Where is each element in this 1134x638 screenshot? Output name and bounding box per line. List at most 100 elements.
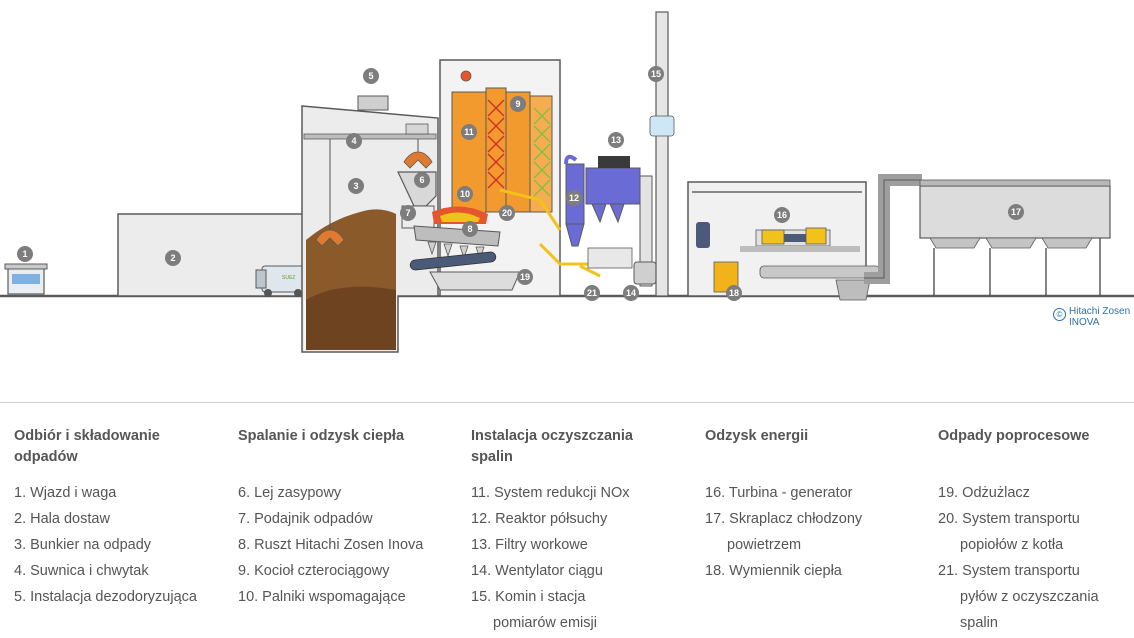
legend-item: 13. Filtry workowe: [471, 537, 588, 553]
badge-circle: [584, 285, 600, 301]
badge-16: 16: [774, 207, 790, 223]
badge-20: 20: [499, 205, 515, 221]
badge-circle: [17, 246, 33, 262]
legend-item: 2. Hala dostaw: [14, 511, 110, 527]
badge-12: 12: [566, 190, 582, 206]
badge-17: 17: [1008, 204, 1024, 220]
badge-label: 3: [353, 181, 358, 191]
badge-label: 15: [651, 69, 661, 79]
badge-21: 21: [584, 285, 600, 301]
divider: [0, 402, 1134, 403]
legend-item: 14. Wentylator ciągu: [471, 563, 603, 579]
copyright-symbol: ©: [1053, 308, 1066, 321]
plant-diagram: SUEZ: [0, 11, 1134, 353]
badge-label: 13: [611, 135, 621, 145]
badge-19: 19: [517, 269, 533, 285]
bunker-building: [301, 95, 439, 353]
badge-10: 10: [457, 186, 473, 202]
badge-label: 21: [587, 288, 597, 298]
badge-circle: [165, 250, 181, 266]
delivery-truck: SUEZ: [255, 265, 311, 297]
badge-circle: [461, 124, 477, 140]
badge-circle: [566, 190, 582, 206]
legend-title: Spalanie i odzysk ciepła: [238, 428, 405, 444]
badge-15: 15: [648, 66, 664, 82]
badge-11: 11: [461, 124, 477, 140]
badge-circle: [457, 186, 473, 202]
air-cooled-condenser: [919, 179, 1111, 296]
legend-item: 15. Komin i stacja: [471, 589, 586, 605]
badge-label: 17: [1011, 207, 1021, 217]
legend-item: 9. Kocioł czterociągowy: [238, 563, 390, 579]
badge-18: 18: [726, 285, 742, 301]
copyright-line-2: INOVA: [1069, 317, 1100, 328]
badge-circle: [400, 205, 416, 221]
legend-item: 21. System transportu: [938, 563, 1080, 579]
badge-circle: [510, 96, 526, 112]
steam-duct: [864, 174, 922, 284]
legend-title: Odpady poprocesowe: [938, 428, 1090, 444]
legend-title: Instalacja oczyszczania spalin: [471, 428, 633, 465]
legend-item: 4. Suwnica i chwytak: [14, 563, 149, 579]
legend-item: 10. Palniki wspomagające: [238, 589, 406, 605]
badge-label: 8: [467, 224, 472, 234]
badge-label: 11: [464, 127, 474, 137]
legend-item: pyłów z oczyszczania: [960, 589, 1099, 605]
badge-6: 6: [414, 172, 430, 188]
weighbridge-booth: [4, 263, 48, 295]
badge-label: 9: [515, 99, 520, 109]
badge-circle: [1008, 204, 1024, 220]
badge-1: 1: [17, 246, 33, 262]
legend-item: 12. Reaktor półsuchy: [471, 511, 608, 527]
badge-3: 3: [348, 178, 364, 194]
grate: [409, 206, 521, 291]
badge-circle: [499, 205, 515, 221]
legend-column-4: Odzysk energii 16. Turbina - generator 1…: [705, 426, 905, 584]
badge-circle: [726, 285, 742, 301]
legend-item: 20. System transportu: [938, 511, 1080, 527]
badge-label: 14: [626, 288, 636, 298]
badge-circle: [346, 133, 362, 149]
legend-item: 8. Ruszt Hitachi Zosen Inova: [238, 537, 424, 553]
badge-circle: [414, 172, 430, 188]
badge-7: 7: [400, 205, 416, 221]
id-fan: [587, 247, 657, 285]
badge-label: 4: [351, 136, 356, 146]
badge-circle: [648, 66, 664, 82]
legend-title: Odzysk energii: [705, 428, 809, 444]
badge-circle: [774, 207, 790, 223]
badge-label: 19: [520, 272, 530, 282]
legend-item: 6. Lej zasypowy: [238, 485, 342, 501]
copyright-line-1: Hitachi Zosen: [1069, 306, 1131, 317]
badge-label: 5: [368, 71, 373, 81]
badge-label: 20: [502, 208, 512, 218]
legend-title: Odbiór i składowanie odpadów: [14, 428, 160, 465]
turbine-hall: [687, 181, 881, 301]
legend-item: pomiarów emisji: [493, 615, 597, 631]
badge-label: 1: [22, 249, 27, 259]
badge-circle: [623, 285, 639, 301]
legend-column-5: Odpady poprocesowe 19. Odżużlacz 20. Sys…: [938, 426, 1128, 636]
badge-circle: [517, 269, 533, 285]
badge-5: 5: [363, 68, 379, 84]
legend-item: 5. Instalacja dezodoryzująca: [14, 589, 197, 605]
badge-2: 2: [165, 250, 181, 266]
legend-item: popiołów z kotła: [960, 537, 1064, 553]
legend-item: spalin: [960, 615, 998, 631]
badge-label: 2: [170, 253, 175, 263]
legend-column-1: Odbiór i składowanie odpadów 1. Wjazd i …: [14, 426, 214, 610]
badge-13: 13: [608, 132, 624, 148]
legend-item: 17. Skraplacz chłodzony: [705, 511, 863, 527]
badge-9: 9: [510, 96, 526, 112]
legend-item: 19. Odżużlacz: [938, 485, 1030, 501]
badge-circle: [608, 132, 624, 148]
legend-item: 1. Wjazd i waga: [14, 485, 117, 501]
badge-14: 14: [623, 285, 639, 301]
badge-label: 18: [729, 288, 739, 298]
truck-logo-text: SUEZ: [282, 275, 295, 281]
legend-item: 7. Podajnik odpadów: [238, 511, 373, 527]
badge-circle: [348, 178, 364, 194]
legend-item: 3. Bunkier na odpady: [14, 537, 152, 553]
badge-8: 8: [462, 221, 478, 237]
badge-label: 12: [569, 193, 579, 203]
